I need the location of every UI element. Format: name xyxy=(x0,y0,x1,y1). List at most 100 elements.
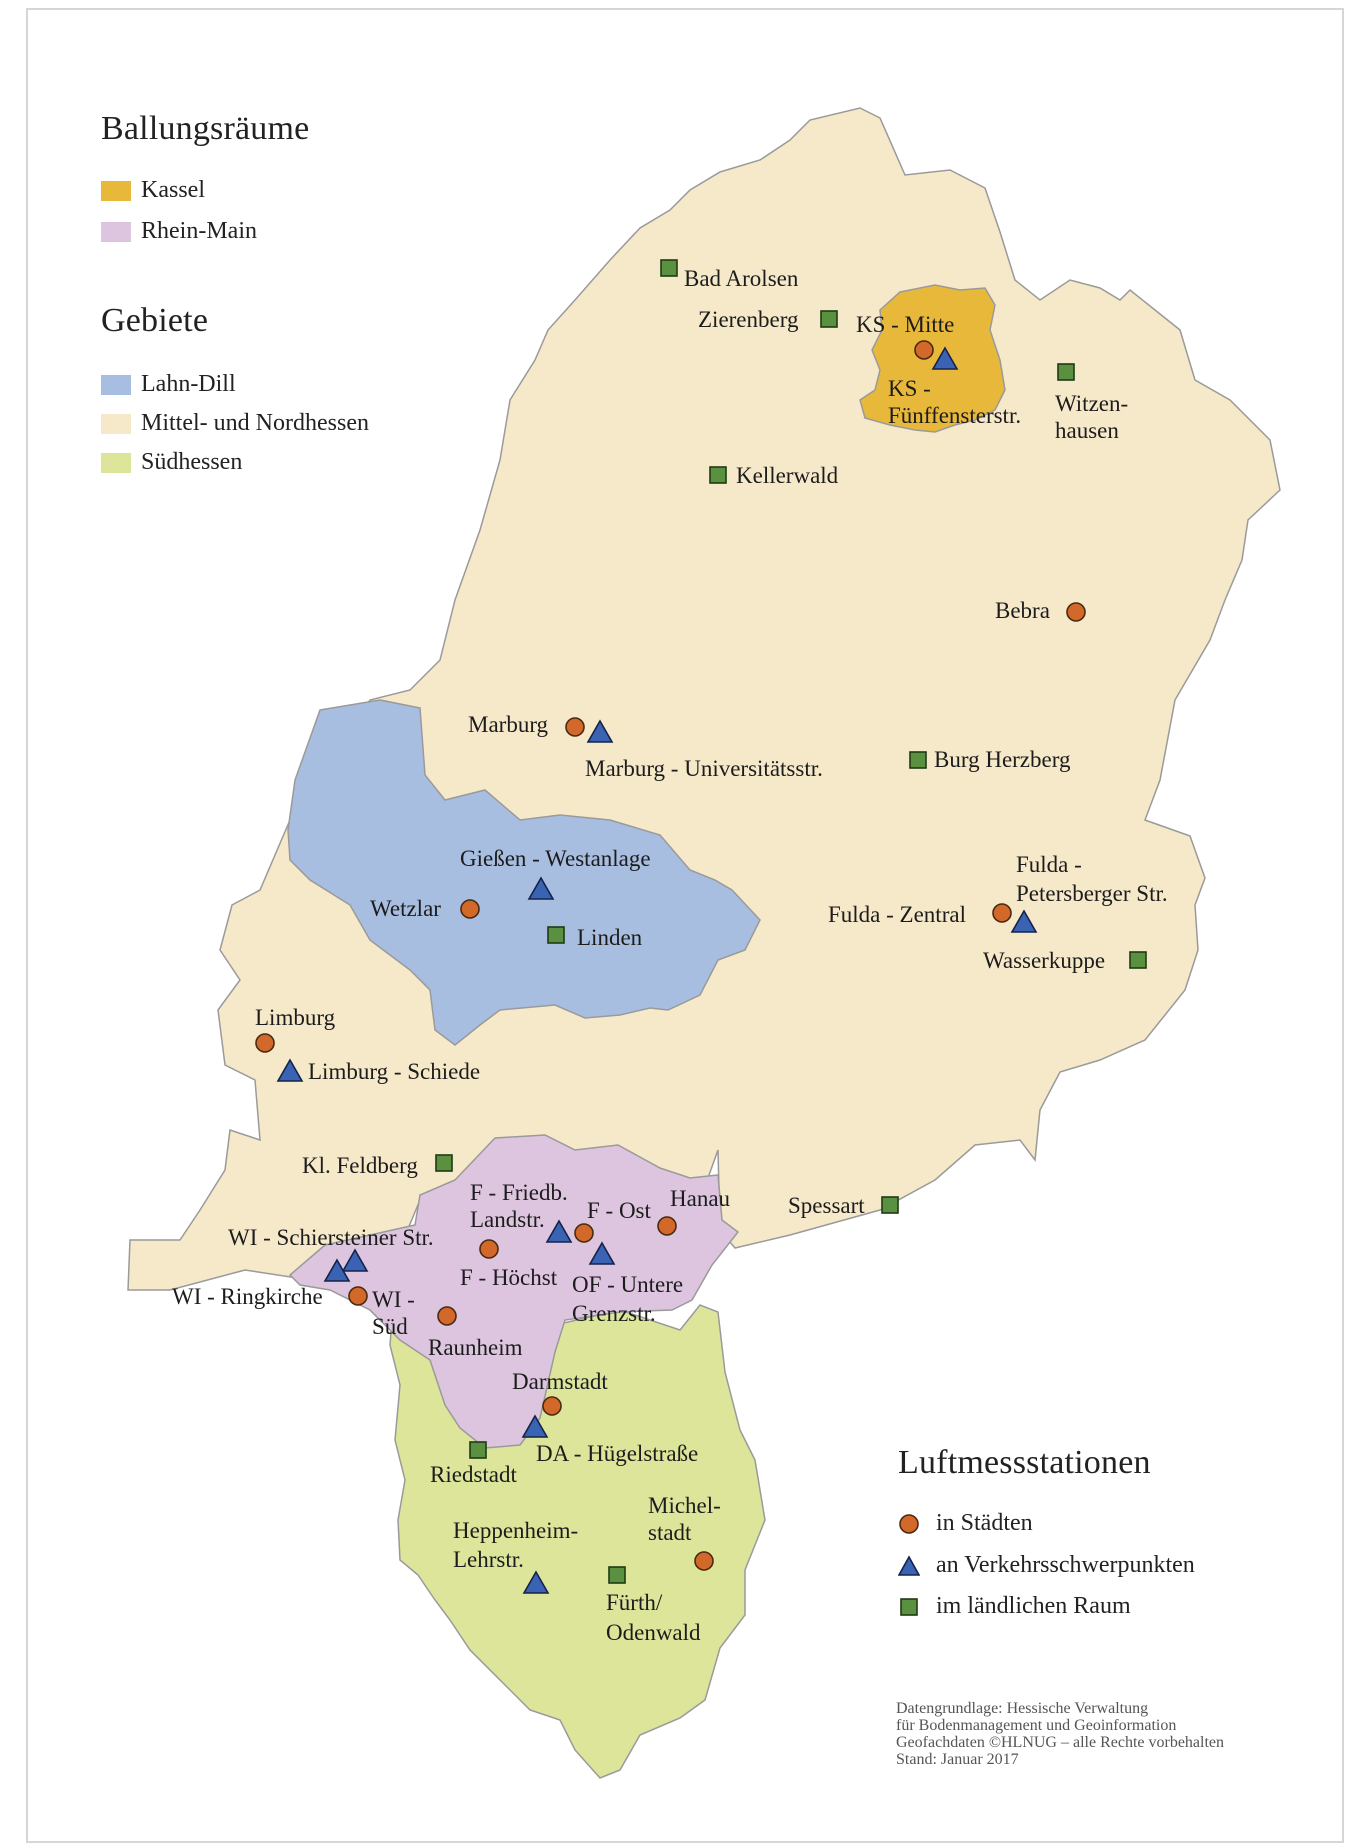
marker-wetzlar xyxy=(460,899,480,919)
swatch-kassel xyxy=(101,180,131,201)
marker-da-huegel xyxy=(521,1414,549,1438)
marker-f-ost xyxy=(574,1223,594,1243)
marker-wasserkuppe xyxy=(1129,951,1147,969)
marker-f-friedb xyxy=(545,1219,573,1243)
label-marburg: Marburg xyxy=(468,712,549,737)
legend-label: Südhessen xyxy=(141,449,243,475)
marker-ks-fuenffenster xyxy=(931,346,959,370)
marker-spessart xyxy=(881,1196,899,1214)
swatch-mittel-nordhessen xyxy=(101,413,131,434)
label-kellerwald: Kellerwald xyxy=(736,463,839,488)
credits-line: für Bodenmanagement und Geoinformation xyxy=(896,1717,1177,1734)
marker-hanau xyxy=(657,1216,677,1236)
label-witzenhausen-1: Witzen- xyxy=(1055,391,1128,416)
label-heppenheim-1: Heppenheim- xyxy=(453,1518,578,1543)
swatch-suedhessen xyxy=(101,452,131,473)
label-ks-mitte: KS - Mitte xyxy=(856,312,954,337)
label-wi-sued-1: WI - xyxy=(372,1287,415,1312)
label-da-huegel: DA - Hügelstraße xyxy=(536,1441,698,1466)
marker-bad-arolsen xyxy=(660,259,678,277)
legend-label: an Verkehrsschwerpunkten xyxy=(936,1552,1195,1578)
marker-heppenheim xyxy=(522,1570,550,1594)
label-f-friedb-2: Landstr. xyxy=(470,1207,545,1232)
swatch-rhein-main xyxy=(101,221,131,242)
label-limburg-schiede: Limburg - Schiede xyxy=(308,1059,480,1084)
legend-label: im ländlichen Raum xyxy=(936,1593,1131,1619)
label-of-2: Grenzstr. xyxy=(572,1301,656,1326)
legend-item-rural: im ländlichen Raum xyxy=(898,1593,1131,1620)
page-frame xyxy=(26,8,1344,1843)
legend-item-suedhessen: Südhessen xyxy=(101,449,242,476)
region-kassel xyxy=(859,284,1006,433)
legend-label: Rhein-Main xyxy=(141,218,257,244)
legend-label: Kassel xyxy=(141,177,205,203)
circle-icon xyxy=(899,1513,919,1534)
label-witzenhausen-2: hausen xyxy=(1055,418,1119,443)
marker-of-untere xyxy=(588,1241,616,1265)
label-limburg: Limburg xyxy=(255,1005,336,1030)
label-fuerth-2: Odenwald xyxy=(606,1620,701,1645)
marker-witzenhausen xyxy=(1057,363,1075,381)
label-ks-fuenffenster-1: KS - xyxy=(888,376,931,401)
label-wi-ringkirche: WI - Ringkirche xyxy=(172,1284,323,1309)
square-icon xyxy=(900,1597,918,1616)
marker-burg-herzberg xyxy=(909,751,927,769)
marker-limburg-schiede xyxy=(276,1058,304,1082)
legend-item-cities: in Städten xyxy=(898,1510,1033,1537)
marker-fuerth xyxy=(608,1566,626,1584)
marker-bebra xyxy=(1066,602,1086,622)
legend-stations-title: Luftmessstationen xyxy=(898,1444,1151,1481)
marker-kellerwald xyxy=(709,466,727,484)
label-f-ost: F - Ost xyxy=(587,1198,652,1223)
label-fulda-pb-2: Petersberger Str. xyxy=(1016,881,1168,906)
marker-f-hoechst xyxy=(479,1239,499,1259)
station-labels: Bad Arolsen Zierenberg KS - Mitte KS - F… xyxy=(172,266,1168,1645)
label-wi-schierstein: WI - Schiersteiner Str. xyxy=(228,1225,434,1250)
legend-label: in Städten xyxy=(936,1510,1033,1536)
label-raunheim: Raunheim xyxy=(428,1335,523,1360)
label-wetzlar: Wetzlar xyxy=(370,896,441,921)
legend-agglomerations-title: Ballungsräume xyxy=(101,110,310,147)
label-darmstadt: Darmstadt xyxy=(512,1369,608,1394)
label-bebra: Bebra xyxy=(995,598,1050,623)
label-fuerth-1: Fürth/ xyxy=(606,1590,663,1615)
region-lahn-dill xyxy=(287,699,761,1046)
marker-wi-sued xyxy=(348,1286,368,1306)
label-bad-arolsen: Bad Arolsen xyxy=(684,266,799,291)
label-wasserkuppe: Wasserkuppe xyxy=(983,948,1105,973)
label-spessart: Spessart xyxy=(788,1193,865,1218)
label-ks-fuenffenster-2: Fünffensterstr. xyxy=(888,403,1021,428)
marker-giessen xyxy=(527,876,555,900)
label-michelstadt-2: stadt xyxy=(648,1520,692,1545)
label-zierenberg: Zierenberg xyxy=(698,307,799,332)
marker-marburg xyxy=(565,717,585,737)
marker-wi-schierstein-2 xyxy=(323,1258,351,1282)
label-hanau: Hanau xyxy=(670,1186,731,1211)
label-burg-herzberg: Burg Herzberg xyxy=(934,747,1071,772)
legend-label: Mittel- und Nordhessen xyxy=(141,410,369,436)
legend-item-rhein-main: Rhein-Main xyxy=(101,218,257,245)
label-giessen: Gießen - Westanlage xyxy=(460,846,651,871)
marker-fulda-zentral xyxy=(992,903,1012,923)
label-fulda-pb-1: Fulda - xyxy=(1016,852,1082,877)
marker-kl-feldberg xyxy=(435,1154,453,1172)
marker-darmstadt xyxy=(542,1396,562,1416)
label-wi-sued-2: Süd xyxy=(372,1314,408,1339)
credits-line: Stand: Januar 2017 xyxy=(896,1751,1019,1768)
credits-line: Datengrundlage: Hessische Verwaltung xyxy=(896,1700,1149,1717)
marker-zierenberg xyxy=(820,310,838,328)
label-kl-feldberg: Kl. Feldberg xyxy=(302,1153,418,1178)
credits-line: Geofachdaten ©HLNUG – alle Rechte vorbeh… xyxy=(896,1734,1225,1751)
label-linden: Linden xyxy=(577,925,643,950)
legend-label: Lahn-Dill xyxy=(141,371,236,397)
marker-limburg xyxy=(255,1033,275,1053)
marker-riedstadt xyxy=(469,1441,487,1459)
label-of-1: OF - Untere xyxy=(572,1272,683,1297)
legend-item-kassel: Kassel xyxy=(101,177,205,204)
marker-raunheim xyxy=(437,1306,457,1326)
marker-wi-schierstein-1 xyxy=(341,1248,369,1272)
triangle-icon xyxy=(898,1554,920,1576)
label-f-friedb-1: F - Friedb. xyxy=(470,1180,568,1205)
legend-areas-title: Gebiete xyxy=(101,302,209,339)
